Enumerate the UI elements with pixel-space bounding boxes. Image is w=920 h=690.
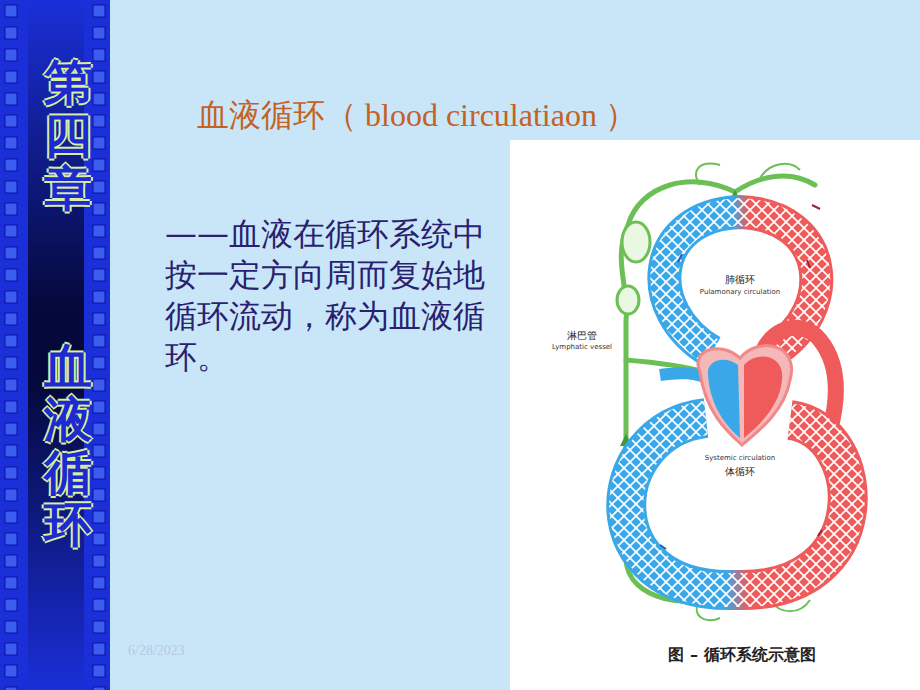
lymph-label-en: Lymphatic vessel [550, 343, 614, 351]
systemic-label: 体循环 [723, 465, 757, 479]
figure-caption: 图 – 循环系统示意图 [668, 645, 815, 666]
circulation-illustration [613, 164, 848, 621]
side-bar [0, 0, 110, 690]
slide-title: 血液循环（ blood circulatiaon ） [197, 94, 637, 138]
systemic-label-en: Systemic circulation [703, 454, 778, 462]
pulmonary-label-en: Pulamonary circulation [698, 288, 782, 296]
definition-text: ——血液在循环系统中按一定方向周而复始地循环流动，称为血液循环。 [165, 214, 501, 378]
figure-panel [510, 140, 920, 690]
chapter-number: 第四章 [44, 56, 92, 214]
lymph-label: 淋巴管 [565, 329, 599, 343]
pulmonary-label: 肺循环 [723, 273, 757, 287]
chapter-title: 血液循环 [44, 340, 92, 551]
date-stamp: 6/28/2023 [128, 643, 185, 659]
